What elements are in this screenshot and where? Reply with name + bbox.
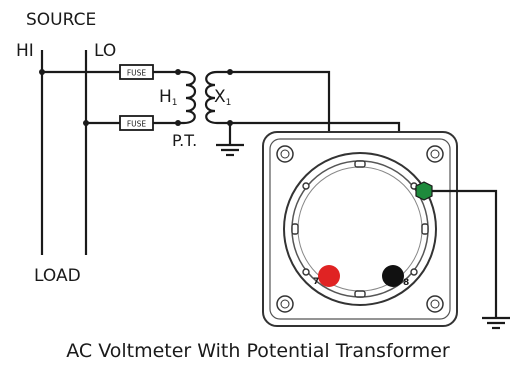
- source-lines: [40, 50, 88, 255]
- meter-notches: [291, 160, 429, 298]
- junction-dot-primary-bottom: [175, 120, 181, 126]
- pt-secondary-coil: [204, 70, 230, 125]
- pt-label: P.T.: [172, 131, 198, 150]
- terminal-7-label: 7: [313, 277, 319, 287]
- hi-label: HI: [16, 41, 34, 61]
- h1-main: H: [159, 87, 172, 107]
- terminal-8-label: 8: [403, 278, 409, 288]
- coil-icon: [204, 70, 230, 125]
- ground-icon: [482, 316, 510, 330]
- ground-icon: [216, 143, 244, 157]
- junction-dot-lo: [83, 120, 89, 126]
- meter-ring-outer: [283, 152, 437, 306]
- source-label: SOURCE: [26, 10, 97, 30]
- pt-primary-coil: [181, 70, 197, 125]
- ground-terminal-green: [415, 181, 433, 201]
- fuse-top: FUSE: [119, 64, 154, 80]
- x1-main: X: [214, 87, 226, 107]
- meter-ground-wire: [432, 189, 498, 318]
- terminal-8-black: [382, 265, 404, 287]
- terminal-7-red: [318, 265, 340, 287]
- mounting-screw-top-right: [426, 145, 444, 163]
- junction-dot-secondary-top: [227, 69, 233, 75]
- diagram-caption: AC Voltmeter With Potential Transformer: [66, 340, 450, 362]
- mounting-screw-top-left: [276, 145, 294, 163]
- mounting-screw-bottom-left: [276, 295, 294, 313]
- fuse-top-label: FUSE: [127, 69, 147, 78]
- ac-voltmeter: [262, 131, 458, 327]
- coil-icon: [181, 70, 197, 125]
- h1-label: H1: [159, 89, 178, 108]
- fuse-bottom-label: FUSE: [127, 120, 147, 129]
- x1-subscript: 1: [225, 98, 232, 108]
- junction-dot-primary-top: [175, 69, 181, 75]
- fuse-bottom: FUSE: [119, 115, 154, 131]
- junction-dot-secondary-bottom: [227, 120, 233, 126]
- meter-housing-inner: [269, 138, 451, 320]
- lo-label: LO: [94, 41, 117, 61]
- load-label: LOAD: [34, 266, 81, 286]
- junction-dot-hi: [39, 69, 45, 75]
- h1-subscript: 1: [171, 98, 178, 108]
- mounting-screw-bottom-right: [426, 295, 444, 313]
- x1-label: X1: [214, 89, 231, 108]
